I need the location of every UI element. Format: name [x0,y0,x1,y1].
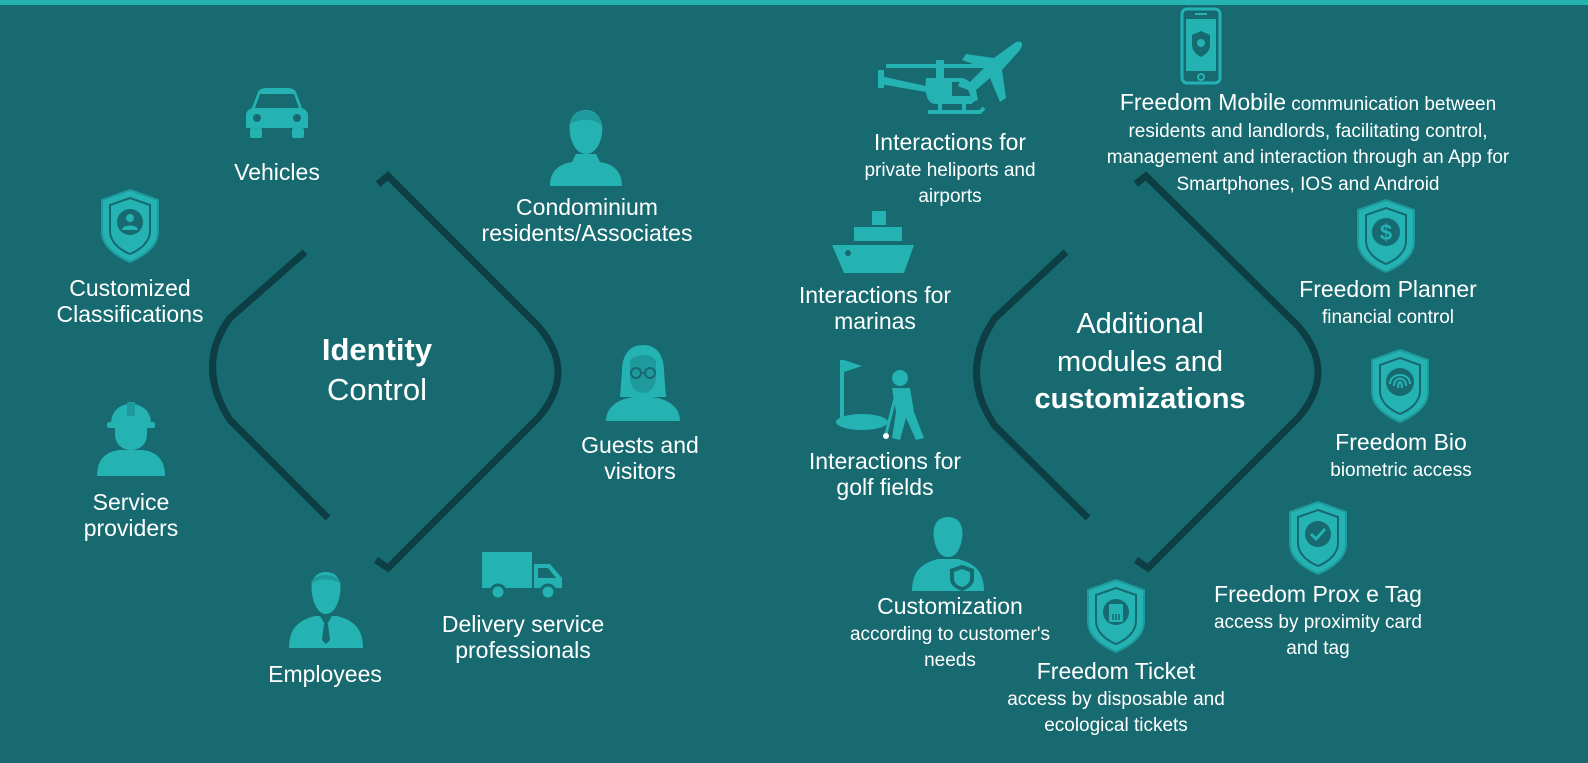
vehicles-label: Vehicles [234,159,320,185]
ship-icon [832,211,914,273]
planner-title: Freedom Planner [1299,276,1477,302]
prox-sub-line1: access by proximity card [1213,611,1422,633]
additional-center-line1: Additional [1076,308,1204,340]
helicopter-airplane-icon [878,41,1023,114]
golf-label-line1: Interactions for [808,448,962,474]
bio-title: Freedom Bio [1335,429,1467,455]
ticket-sub-line2: ecological tickets [1044,714,1188,736]
bio-sub: biometric access [1330,459,1472,481]
agent-shield-icon [912,517,984,591]
providers-label-line1: Service [92,489,170,515]
hardhat-worker-icon [97,402,165,476]
residents-label-line2: residents/Associates [481,219,693,246]
golfer-icon [836,360,924,440]
prox-node: Freedom Prox e Tag access by proximity c… [1196,581,1440,662]
svg-text:$: $ [1380,220,1392,245]
bio-node: Freedom Bio biometric access [1310,429,1492,484]
woman-glasses-icon [606,345,680,421]
prox-sub-line2: and tag [1286,637,1350,659]
shield-person-icon [101,188,159,264]
classifications-node: Customized Classifications [40,275,220,328]
identity-left-bracket [209,249,331,521]
additional-right-bracket [1133,171,1322,573]
prox-title: Freedom Prox e Tag [1214,581,1422,607]
resident-person-icon [550,110,622,186]
mobile-sub-line3: management and interaction through an Ap… [1106,147,1510,169]
mobile-sub-line1: communication between [1291,94,1497,115]
shield-ticket-icon [1087,578,1145,654]
ticket-node: Freedom Ticket access by disposable and … [1000,658,1232,739]
heliports-sub-line1: private heliports and [864,159,1036,181]
shield-dollar-icon: $ [1357,198,1415,274]
customization-title: Customization [877,593,1023,619]
employees-node: Employees [245,661,405,688]
heliports-title: Interactions for [873,129,1027,155]
marinas-label-line1: Interactions for [798,282,952,308]
planner-sub: financial control [1321,306,1455,328]
golf-node: Interactions for golf fields [785,448,985,501]
additional-center-line2: modules and [1056,345,1224,378]
top-accent-bar [0,0,1588,5]
truck-icon [482,552,562,601]
identity-center-text: Control [327,372,427,408]
mobile-sub-line4: Smartphones, IOS and Android [1176,173,1440,195]
delivery-label-line1: Delivery service [441,611,605,637]
additional-left-bracket [973,249,1091,521]
mobile-title: Freedom Mobile [1119,89,1286,115]
customization-node: Customization according to customer's ne… [830,593,1070,674]
ticket-sub-line1: access by disposable and [1007,688,1225,710]
car-icon [246,88,308,138]
shield-fingerprint-icon [1371,348,1429,424]
smartphone-icon [1180,7,1222,85]
classifications-label-line1: Customized [69,275,191,301]
mobile-sub-line2: residents and landlords, facilitating co… [1128,120,1488,142]
heliports-sub-line2: airports [918,185,982,207]
heliports-node: Interactions for private heliports and a… [840,129,1060,210]
delivery-label-line2: professionals [455,636,591,663]
identity-control-center-label: Identity Control [282,330,472,411]
residents-label-line1: Condominium [516,194,658,220]
delivery-node: Delivery service professionals [428,611,618,664]
businessman-icon [289,572,363,648]
guests-label-line1: Guests and [581,432,699,458]
providers-node: Service providers [56,489,206,542]
identity-center-bold: Identity [321,332,433,367]
mobile-node: Freedom Mobile communication between res… [1090,86,1526,198]
customization-sub-line2: needs [924,649,976,671]
golf-label-line2: golf fields [836,473,934,500]
vehicles-node: Vehicles [197,159,357,186]
planner-node: Freedom Planner financial control [1280,276,1496,331]
guests-label-line2: visitors [604,457,676,484]
marinas-node: Interactions for marinas [775,282,975,335]
additional-center-label: Additional modules and customizations [1000,306,1280,419]
additional-center-bold: customizations [1034,383,1246,416]
ticket-title: Freedom Ticket [1036,658,1196,684]
residents-node: Condominium residents/Associates [462,194,712,247]
customization-sub-line1: according to customer's [849,623,1051,645]
providers-label-line2: providers [83,514,179,541]
shield-check-icon [1289,500,1347,576]
marinas-label-line2: marinas [834,307,916,334]
guests-node: Guests and visitors [560,432,720,485]
employees-label: Employees [268,661,382,687]
classifications-label-line2: Classifications [56,300,204,327]
identity-right-bracket [374,171,562,573]
